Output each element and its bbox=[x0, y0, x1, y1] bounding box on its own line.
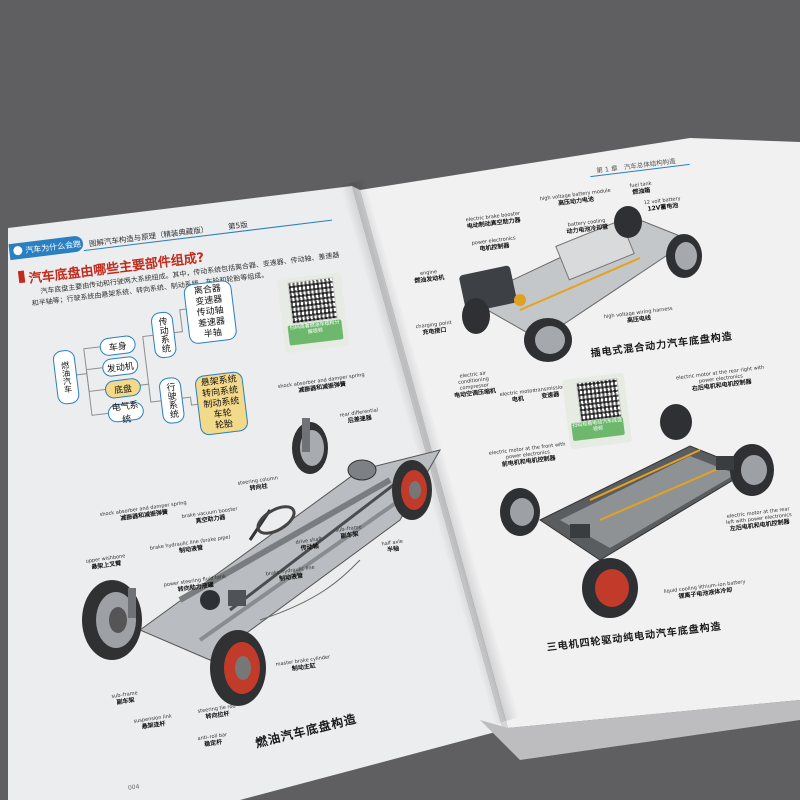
fuel-chassis-illustration bbox=[82, 418, 442, 706]
qr-code-right[interactable] bbox=[575, 377, 623, 423]
mind-map-lines bbox=[74, 308, 198, 416]
callout-fuel-tank: fuel tank 燃油箱 bbox=[629, 181, 652, 197]
